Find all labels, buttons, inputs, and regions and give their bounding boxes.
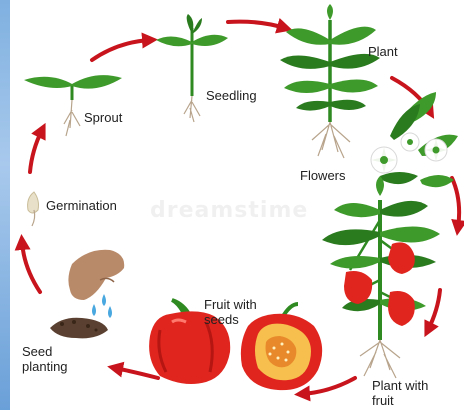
- arrow-flowers-to-fruit-plant: [452, 178, 459, 228]
- arrow-seed-planting-to-germination: [22, 242, 40, 292]
- arrow-sprout-to-seedling: [92, 40, 150, 60]
- label-flowers: Flowers: [300, 168, 346, 183]
- hand-icon: [68, 250, 124, 300]
- watermark: dreamstime: [150, 198, 308, 223]
- sprout-illustration: [24, 75, 122, 136]
- arrow-fruit-to-seed-planting: [115, 368, 158, 378]
- arrow-germination-to-sprout: [30, 130, 42, 172]
- flower-blossom: [425, 139, 447, 161]
- label-fruit-with-seeds: Fruit with seeds: [204, 297, 257, 327]
- label-seedling: Seedling: [206, 88, 257, 103]
- seedling-illustration: [156, 14, 228, 122]
- flower-blossom: [371, 147, 397, 173]
- flower-blossom: [401, 133, 419, 151]
- seed-planting-illustration: [50, 250, 124, 339]
- small-pepper: [388, 291, 415, 326]
- plant-illustration: [280, 4, 380, 158]
- water-drop-icon: [102, 294, 106, 306]
- flowers-illustration: [371, 92, 458, 187]
- plant-with-fruit-illustration: [322, 176, 440, 378]
- germination-illustration: [28, 192, 39, 226]
- small-pepper: [388, 242, 415, 274]
- label-plant-with-fruit: Plant with fruit: [372, 378, 428, 408]
- label-sprout: Sprout: [84, 110, 122, 125]
- arrow-seedling-to-plant: [228, 22, 285, 28]
- soil-mound: [50, 318, 108, 339]
- arrow-fruit-plant-lower: [428, 290, 440, 330]
- label-plant: Plant: [368, 44, 398, 59]
- water-drop-icon: [92, 304, 96, 316]
- label-seed-planting: Seed planting: [22, 344, 68, 374]
- water-drop-icon: [108, 306, 112, 318]
- label-germination: Germination: [46, 198, 117, 213]
